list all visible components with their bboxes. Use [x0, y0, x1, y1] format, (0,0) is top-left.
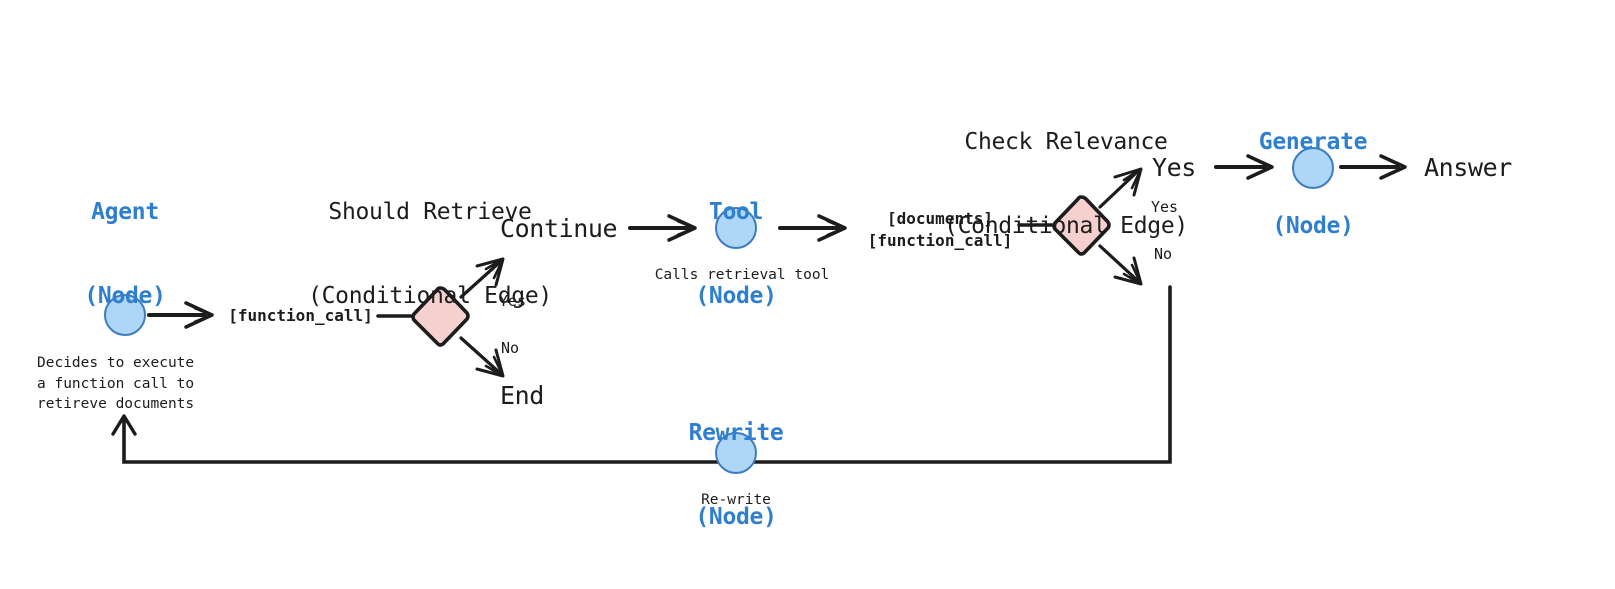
heading-agent-line1: Agent [91, 199, 159, 226]
heading-check-relevance-line2: (Conditional Edge) [944, 213, 1188, 240]
heading-generate: Generate (Node) [1228, 72, 1398, 296]
heading-agent: Agent (Node) [40, 142, 210, 366]
payload-agent-function-call: [function_call] [228, 306, 373, 325]
caption-agent: Decides to execute a function call to re… [37, 355, 195, 413]
heading-rewrite-line2: (Node) [695, 504, 777, 531]
heading-rewrite-line1: Rewrite [688, 420, 784, 447]
heading-should-retrieve-line2: (Conditional Edge) [308, 283, 552, 310]
heading-tool-line1: Tool [708, 199, 764, 226]
caption-rewrite: Re-write [701, 492, 771, 508]
node-rewrite-circle[interactable] [715, 432, 757, 474]
heading-tool-line2: (Node) [695, 283, 777, 310]
edge-label-check-relevance-no: No [1154, 245, 1173, 263]
node-tool-circle[interactable] [715, 207, 757, 249]
heading-generate-line1: Generate [1258, 129, 1368, 156]
edge-label-check-relevance-yes: Yes [1151, 198, 1179, 216]
node-agent-circle[interactable] [104, 294, 146, 336]
terminal-yes-branch: Yes [1152, 153, 1196, 182]
edge-label-should-retrieve-yes: Yes [499, 292, 527, 310]
heading-generate-line2: (Node) [1272, 213, 1354, 240]
heading-should-retrieve-line1: Should Retrieve [328, 199, 532, 226]
heading-should-retrieve: Should Retrieve (Conditional Edge) [255, 142, 605, 366]
heading-check-relevance-line1: Check Relevance [964, 129, 1168, 156]
terminal-answer: Answer [1424, 153, 1512, 182]
caption-tool: Calls retrieval tool [654, 267, 830, 283]
node-generate-circle[interactable] [1292, 147, 1334, 189]
payload-tool-documents: [documents] [function_call] [867, 209, 1013, 250]
terminal-continue: Continue [500, 214, 618, 243]
terminal-end: End [500, 381, 544, 410]
edge-label-should-retrieve-no: No [501, 339, 520, 357]
heading-agent-line2: (Node) [84, 283, 166, 310]
heading-check-relevance: Check Relevance (Conditional Edge) [891, 72, 1241, 296]
heading-rewrite: Rewrite (Node) [651, 363, 821, 587]
heading-tool: Tool (Node) [651, 142, 821, 366]
